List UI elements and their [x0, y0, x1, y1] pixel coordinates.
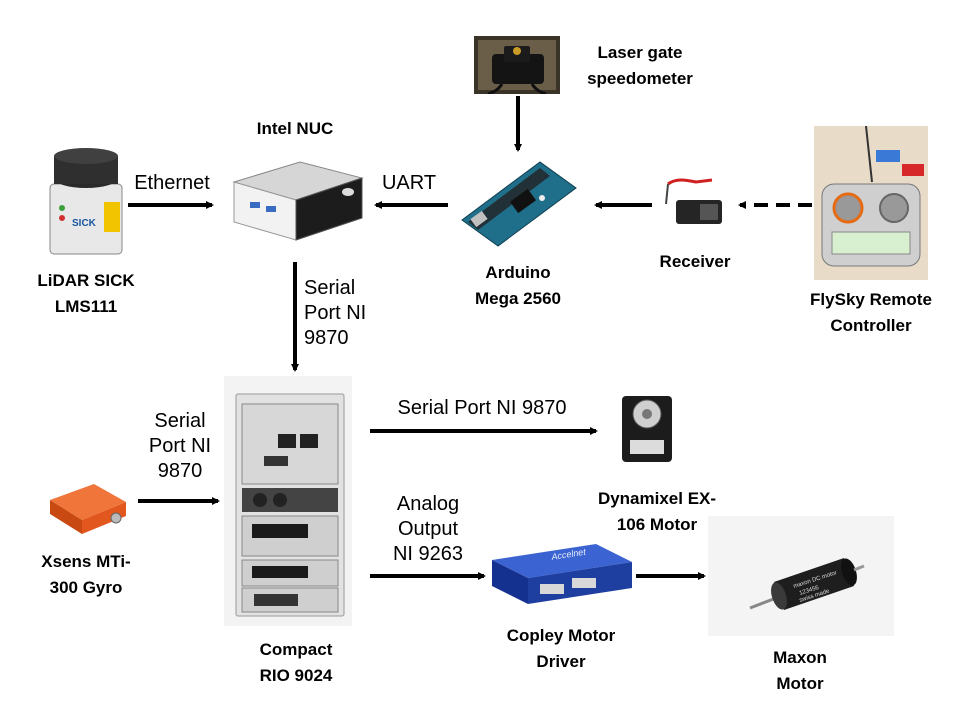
edge-label-crio-to-copley: Analog Output NI 9263	[392, 493, 464, 565]
edge-label-nuc-to-crio: Serial Port NI 9870	[304, 277, 367, 349]
dynamixel-image	[622, 396, 672, 462]
edge-label-ethernet: Ethernet	[134, 172, 210, 194]
lidar-image: SICK	[49, 148, 123, 255]
laser-gate-image	[474, 36, 560, 94]
node-label-maxon: Maxon Motor	[773, 648, 827, 693]
arduino-image	[461, 161, 577, 247]
node-label-lidar: LiDAR SICK LMS111	[37, 271, 135, 316]
node-label-compact-rio: Compact RIO 9024	[259, 640, 333, 685]
flysky-image	[814, 126, 928, 280]
edge-label-crio-to-dynamixel: Serial Port NI 9870	[397, 397, 567, 419]
lidar-brand-text: SICK	[72, 218, 97, 229]
xsens-image	[50, 484, 126, 534]
node-label-receiver: Receiver	[659, 252, 731, 271]
maxon-image: maxon DC motor 123456 swiss made	[708, 516, 894, 636]
compact-rio-image	[224, 376, 352, 626]
intel-nuc-image	[232, 161, 364, 241]
copley-image: Accelnet	[492, 544, 632, 604]
node-label-intel-nuc: Intel NUC	[256, 119, 334, 138]
edge-label-xsens-to-crio: Serial Port NI 9870	[148, 410, 212, 482]
node-label-flysky: FlySky Remote Controller	[810, 290, 932, 335]
node-label-xsens: Xsens MTi- 300 Gyro	[41, 552, 131, 597]
node-label-laser-gate: Laser gate speedometer	[587, 43, 693, 88]
node-label-arduino: Arduino Mega 2560	[475, 263, 561, 308]
edge-label-uart: UART	[381, 172, 437, 194]
receiver-image	[665, 178, 722, 224]
node-label-copley: Copley Motor Driver	[506, 626, 616, 671]
node-label-dynamixel: Dynamixel EX- 106 Motor	[597, 489, 717, 534]
